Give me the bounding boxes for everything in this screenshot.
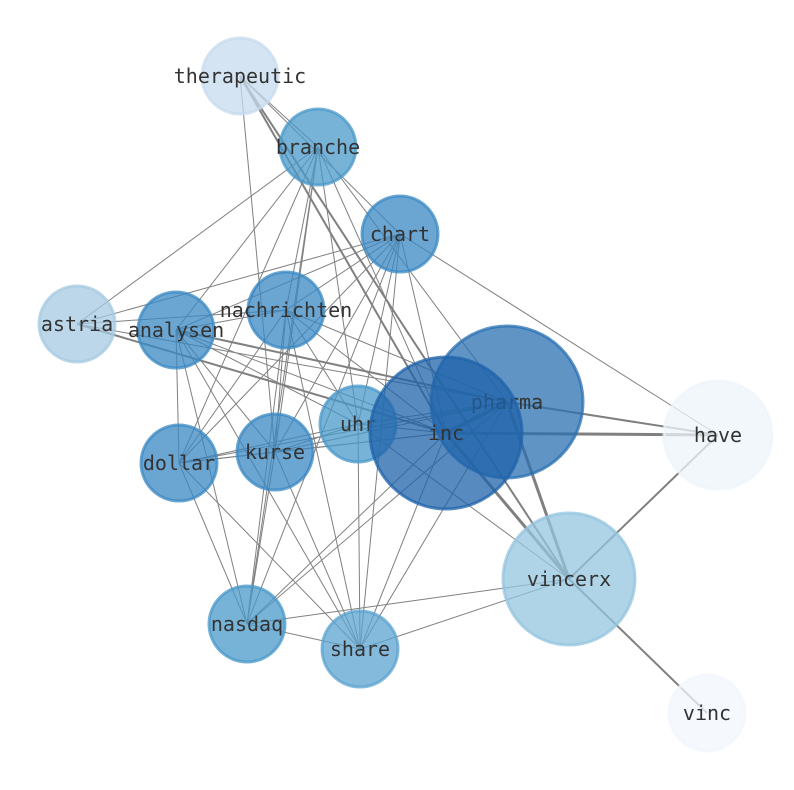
node-dollar: dollar	[139, 423, 219, 503]
node-vinc: vinc	[667, 673, 747, 753]
edge-therapeutic-kurse	[239, 75, 276, 453]
edge-dollar-share	[178, 462, 361, 650]
node-analysen: analysen	[128, 290, 224, 370]
edge-branche-astria	[76, 146, 319, 325]
node-circle-astria	[37, 284, 117, 364]
node-label-inc: inc	[428, 421, 464, 445]
node-label-vincerx: vincerx	[527, 567, 611, 591]
node-circle-have	[662, 379, 774, 491]
node-chart: chart	[360, 194, 440, 274]
edge-nachrichten-share	[285, 309, 361, 650]
node-share: share	[320, 609, 400, 689]
edge-chart-astria	[76, 233, 401, 325]
node-label-astria: astria	[41, 312, 113, 336]
node-label-vinc: vinc	[683, 701, 731, 725]
node-label-nasdaq: nasdaq	[211, 612, 283, 636]
node-nasdaq: nasdaq	[207, 584, 287, 664]
node-circle-vinc	[667, 673, 747, 753]
node-circle-dollar	[139, 423, 219, 503]
node-circle-nachrichten	[246, 270, 326, 350]
node-astria: astria	[37, 284, 117, 364]
node-nachrichten: nachrichten	[220, 270, 352, 350]
node-circle-nasdaq	[207, 584, 287, 664]
edge-chart-have	[399, 233, 719, 436]
node-circle-kurse	[235, 412, 315, 492]
node-branche: branche	[276, 107, 360, 187]
node-label-branche: branche	[276, 135, 360, 159]
node-label-kurse: kurse	[245, 440, 305, 464]
node-therapeutic: therapeutic	[174, 36, 306, 116]
nodes-layer: therapeutic branche chart astria nachrichten…	[37, 36, 774, 753]
edge-chart-kurse	[274, 233, 401, 453]
node-kurse: kurse	[235, 412, 315, 492]
edge-branche-uhr	[317, 146, 359, 425]
node-circle-inc	[368, 355, 524, 511]
node-label-have: have	[694, 423, 742, 447]
node-label-analysen: analysen	[128, 318, 224, 342]
node-vincerx: vincerx	[501, 511, 637, 647]
node-circle-share	[320, 609, 400, 689]
node-label-nachrichten: nachrichten	[220, 298, 352, 322]
node-inc: inc	[368, 355, 524, 511]
node-label-therapeutic: therapeutic	[174, 64, 306, 88]
node-circle-branche	[278, 107, 358, 187]
node-circle-vincerx	[501, 511, 637, 647]
node-label-chart: chart	[370, 222, 430, 246]
node-label-share: share	[330, 637, 390, 661]
node-label-dollar: dollar	[143, 451, 215, 475]
node-circle-therapeutic	[200, 36, 280, 116]
node-have: have	[662, 379, 774, 491]
node-circle-analysen	[136, 290, 216, 370]
node-circle-chart	[360, 194, 440, 274]
